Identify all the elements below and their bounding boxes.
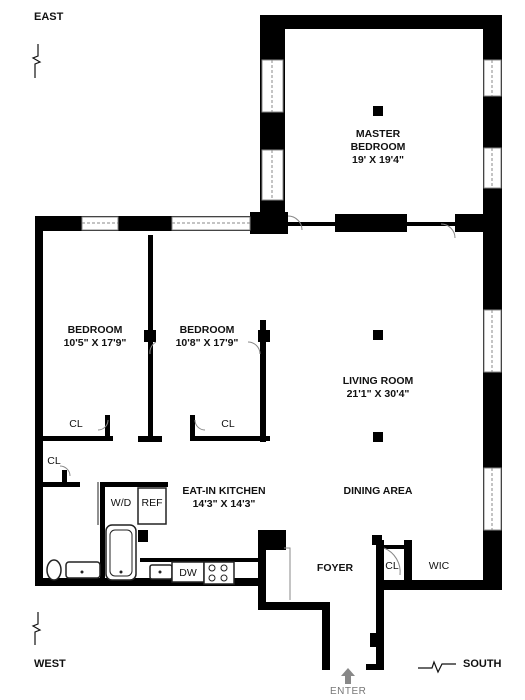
wall (35, 578, 265, 586)
refrigerator (137, 487, 167, 525)
wall (322, 602, 330, 670)
wall (455, 214, 485, 232)
wall (404, 540, 412, 590)
wall (260, 15, 502, 29)
compass-west-label: WEST (34, 658, 66, 670)
column (373, 330, 383, 340)
wall (335, 214, 407, 232)
room-name: LIVING ROOM (342, 375, 414, 387)
enter-label: ENTER (330, 686, 367, 697)
foyer-label: FOYER (316, 562, 354, 574)
wall (35, 216, 43, 586)
door-swing (97, 419, 109, 431)
wall (190, 436, 270, 441)
wall (376, 540, 384, 670)
room-dimensions: 21'1" X 30'4" (346, 388, 410, 400)
kitchen-label: EAT-IN KITCHEN 14'3" X 14'3" (174, 485, 274, 511)
stove (203, 561, 235, 585)
wall (138, 530, 148, 542)
wall (190, 415, 195, 441)
bedroom-1-label: BEDROOM 10'5" X 17'9" (50, 324, 140, 350)
closet-label: CL (47, 455, 61, 467)
room-dimensions: 10'5" X 17'9" (63, 337, 127, 349)
room-dimensions: 14'3" X 14'3" (192, 498, 256, 510)
wall (258, 540, 266, 610)
refrigerator-label: REF (141, 497, 163, 509)
wall (105, 415, 110, 441)
closet-label: CL (385, 560, 399, 572)
bathroom-sink (65, 561, 101, 579)
break-symbol-east (31, 44, 42, 78)
wall (35, 482, 80, 487)
door-swing (194, 419, 206, 431)
wall (366, 664, 384, 670)
room-name: BEDROOM (67, 324, 123, 336)
master-bedroom-label: MASTER BEDROOM 19' X 19'4" (333, 128, 423, 167)
bedroom-2-label: BEDROOM 10'8" X 17'9" (162, 324, 252, 350)
door-swing (284, 547, 291, 600)
door-swing (247, 341, 261, 355)
wall (258, 330, 270, 342)
wall (144, 330, 156, 342)
closet-label: CL (69, 418, 83, 430)
door-swing (440, 223, 456, 239)
dishwasher-label: DW (179, 567, 197, 579)
living-room-label: LIVING ROOM 21'1" X 30'4" (328, 375, 428, 401)
wall (140, 558, 265, 562)
wall (260, 320, 266, 442)
wall (376, 545, 410, 549)
wall (370, 633, 380, 647)
column (373, 106, 383, 116)
compass-east-label: EAST (34, 11, 64, 23)
room-name: BEDROOM (179, 324, 235, 336)
wall (250, 212, 288, 234)
wall (100, 482, 105, 582)
washer-dryer-label: W/D (110, 497, 132, 509)
entry-arrow-icon (341, 668, 355, 684)
closet-label: CL (221, 418, 235, 430)
door-swing (149, 341, 157, 355)
break-symbol-west (31, 612, 42, 645)
door-swing (383, 547, 401, 576)
room-dimensions: 19' X 19'4" (351, 154, 404, 166)
room-dimensions: 10'8" X 17'9" (175, 337, 239, 349)
door-swing (287, 215, 303, 231)
wall (100, 482, 168, 487)
wall (62, 470, 67, 487)
column (373, 432, 383, 442)
wall (258, 602, 328, 610)
wall (138, 436, 162, 442)
break-symbol-south (418, 660, 456, 674)
bathtub (105, 524, 137, 581)
door-swing (59, 465, 71, 477)
dining-area-label: DINING AREA (343, 485, 413, 497)
room-name: EAT-IN KITCHEN (182, 485, 266, 497)
room-name: MASTER (355, 128, 401, 140)
wic-label: WIC (428, 560, 450, 572)
compass-south-label: SOUTH (463, 658, 502, 670)
wall (380, 580, 502, 590)
room-name: BEDROOM (350, 141, 406, 153)
wall (35, 436, 113, 441)
toilet (46, 559, 62, 581)
